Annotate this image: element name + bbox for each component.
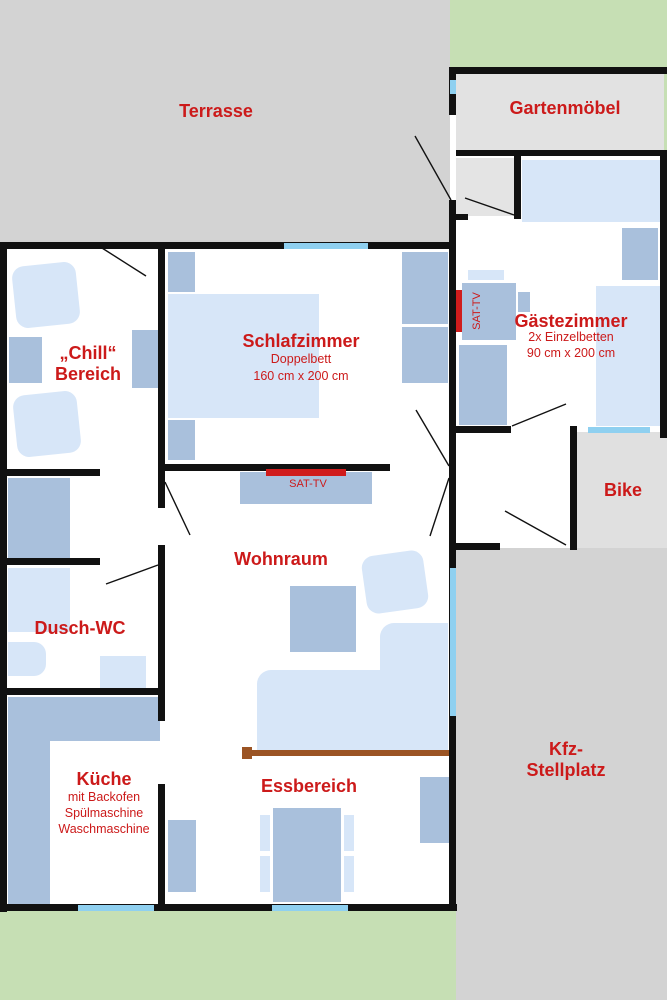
kitchen-counter-left <box>8 741 50 904</box>
label-gartenmoebel: Gartenmöbel <box>509 98 621 118</box>
wall-chill-bedroom <box>158 242 165 476</box>
toilet <box>100 656 146 688</box>
garden-top-right <box>450 0 667 68</box>
chair-left-1 <box>260 815 270 851</box>
label-kueche-dishwasher: Spülmaschine <box>64 806 144 820</box>
gartenmoebel-area <box>456 74 664 150</box>
window-living-right <box>450 568 456 716</box>
wardrobe-upper <box>402 252 448 324</box>
wall-hall-right <box>570 426 577 550</box>
washbasin <box>8 642 46 676</box>
bike-area <box>576 432 667 548</box>
label-essbereich: Essbereich <box>260 776 358 796</box>
wall-bath-mid <box>0 558 100 565</box>
label-schlafzimmer-size: 160 cm x 200 cm <box>253 369 349 383</box>
label-kueche-oven: mit Backofen <box>67 790 141 804</box>
guest-wardrobe <box>459 345 507 425</box>
wall-bottom <box>0 904 457 911</box>
label-kueche-washer: Waschmaschine <box>58 822 150 836</box>
wall-annex-top <box>450 67 667 74</box>
label-gaestezimmer: Gästezimmer <box>514 311 628 331</box>
terrace-area <box>0 0 450 243</box>
wall-annex-left-low <box>449 200 456 260</box>
chill-side-table <box>9 337 42 383</box>
guest-shelf-small <box>468 270 504 280</box>
room-divider-railing <box>246 750 449 756</box>
nightstand-top <box>168 252 195 292</box>
wc-corner <box>8 568 70 632</box>
dining-sideboard-left <box>168 820 196 892</box>
tv-marker-living <box>266 469 346 476</box>
wall-guest-right <box>660 150 667 438</box>
label-gaestezimmer-size: 90 cm x 200 cm <box>526 346 616 360</box>
wall-bath-bottom <box>0 688 165 695</box>
kitchen-counter-top <box>8 697 160 741</box>
chair-right-2 <box>344 856 354 892</box>
nightstand-bottom <box>168 420 195 460</box>
label-bike: Bike <box>603 480 643 500</box>
dining-table <box>273 808 341 902</box>
garden-right-strip <box>664 68 667 158</box>
label-kfz-line1: Kfz- <box>549 739 583 759</box>
wall-garden-bottom <box>456 150 667 156</box>
label-gaestezimmer-beds: 2x Einzelbetten <box>528 330 614 344</box>
wall-guest-inner <box>514 155 521 219</box>
label-tv-guest: SAT-TV <box>471 292 483 330</box>
wall-bath-living-upper <box>158 476 165 508</box>
guest-bed-top <box>522 160 660 222</box>
parking-area <box>456 548 667 1000</box>
guest-bed-right <box>596 286 660 426</box>
label-chill-line2: Bereich <box>54 364 122 384</box>
window-dining <box>272 905 348 911</box>
window-bedroom <box>284 243 368 249</box>
label-tv-living: SAT-TV <box>289 478 327 490</box>
window-annex <box>450 80 456 94</box>
guest-nightstand <box>518 292 530 312</box>
guest-cabinet-right <box>622 228 658 280</box>
wall-left <box>0 242 7 912</box>
window-guest-bottom <box>588 427 650 433</box>
double-bed <box>168 294 319 418</box>
wall-bath-living-lower <box>158 545 165 695</box>
garden-bottom <box>0 910 456 1000</box>
label-wohnraum: Wohnraum <box>234 549 328 569</box>
wall-chill-bottom <box>0 469 100 476</box>
label-schlafzimmer-bed: Doppelbett <box>270 352 332 366</box>
chair-left-2 <box>260 856 270 892</box>
label-schlafzimmer: Schlafzimmer <box>242 331 360 351</box>
sofa-seat <box>257 670 448 752</box>
label-chill-line1: „Chill“ <box>59 343 117 363</box>
wall-bedroom-bottom <box>158 464 390 471</box>
wall-top-bedroom <box>0 242 456 249</box>
tv-cabinet <box>240 472 372 504</box>
coffee-table <box>290 586 356 652</box>
dining-sideboard-right <box>420 777 450 843</box>
wardrobe-lower <box>402 327 448 383</box>
chair-right-1 <box>344 815 354 851</box>
wall-kitchen-living-lower <box>158 784 165 908</box>
wall-guest-bottom <box>456 426 511 433</box>
railing-post <box>242 747 252 759</box>
window-kitchen <box>78 905 154 911</box>
tv-marker-guest <box>456 290 462 332</box>
chill-shelf <box>132 330 158 388</box>
guest-tv-stand <box>462 283 516 340</box>
label-kfz-line2: Stellplatz <box>526 760 606 780</box>
wall-hall-bottom <box>456 543 500 550</box>
shower-unit <box>8 478 70 562</box>
wall-kitchen-living-upper <box>158 695 165 721</box>
label-terrasse: Terrasse <box>179 101 253 121</box>
label-dusch-wc: Dusch-WC <box>34 618 126 638</box>
storage-nook <box>456 158 514 216</box>
label-kueche: Küche <box>76 769 132 789</box>
wall-nook-bottom <box>456 214 468 220</box>
